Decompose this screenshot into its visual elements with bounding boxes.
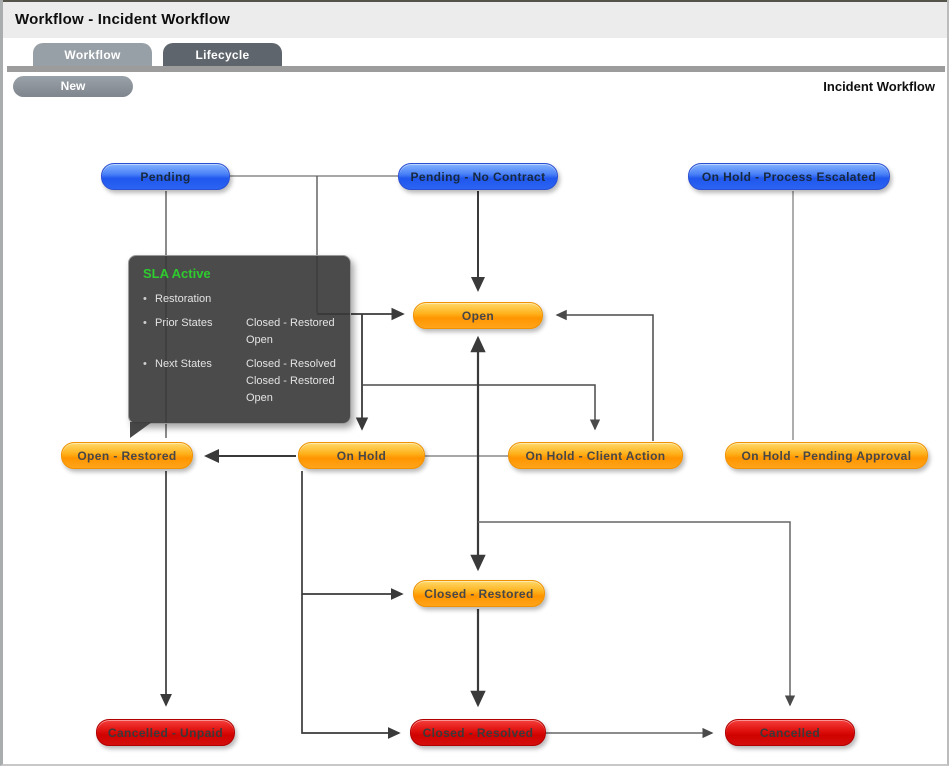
tab-strip: Workflow Lifecycle [33, 43, 282, 66]
new-button[interactable]: New [13, 76, 133, 97]
page-title: Workflow - Incident Workflow [15, 11, 231, 28]
sla-tooltip-row-label: Next States [155, 358, 212, 370]
state-node-on-hold-client-action[interactable]: On Hold - Client Action [508, 442, 683, 469]
sla-tooltip-pointer [130, 422, 152, 438]
state-node-cancelled[interactable]: Cancelled [725, 719, 855, 746]
sla-tooltip-rows: • Restoration • Prior States Closed - Restor… [143, 291, 340, 407]
sla-tooltip-row: • Restoration [143, 291, 340, 308]
sla-tooltip-row-values [246, 291, 340, 308]
window-top-border [3, 0, 947, 2]
sla-tooltip-row-label: Prior States [155, 317, 213, 329]
tab-workflow[interactable]: Workflow [33, 43, 152, 66]
state-node-on-hold-process-escalated[interactable]: On Hold - Process Escalated [688, 163, 890, 190]
sla-tooltip-row-label: Restoration [155, 293, 212, 305]
state-node-on-hold[interactable]: On Hold [298, 442, 425, 469]
state-node-on-hold-pending-approval[interactable]: On Hold - Pending Approval [725, 442, 928, 469]
state-node-closed-resolved[interactable]: Closed - Resolved [410, 719, 546, 746]
bullet-icon: • [143, 358, 147, 370]
tab-lifecycle[interactable]: Lifecycle [163, 43, 282, 66]
state-node-open[interactable]: Open [413, 302, 543, 329]
bullet-icon: • [143, 317, 147, 329]
title-bar: Workflow - Incident Workflow [3, 2, 947, 38]
state-node-pending-no-contract[interactable]: Pending - No Contract [398, 163, 558, 190]
tab-divider-bar [7, 66, 945, 72]
state-node-pending[interactable]: Pending [101, 163, 230, 190]
state-node-cancelled-unpaid[interactable]: Cancelled - Unpaid [96, 719, 235, 746]
sla-tooltip-title: SLA Active [143, 266, 211, 281]
state-node-open-restored[interactable]: Open - Restored [61, 442, 193, 469]
state-node-closed-restored[interactable]: Closed - Restored [413, 580, 545, 607]
context-label: Incident Workflow [823, 79, 935, 94]
bullet-icon: • [143, 293, 147, 305]
